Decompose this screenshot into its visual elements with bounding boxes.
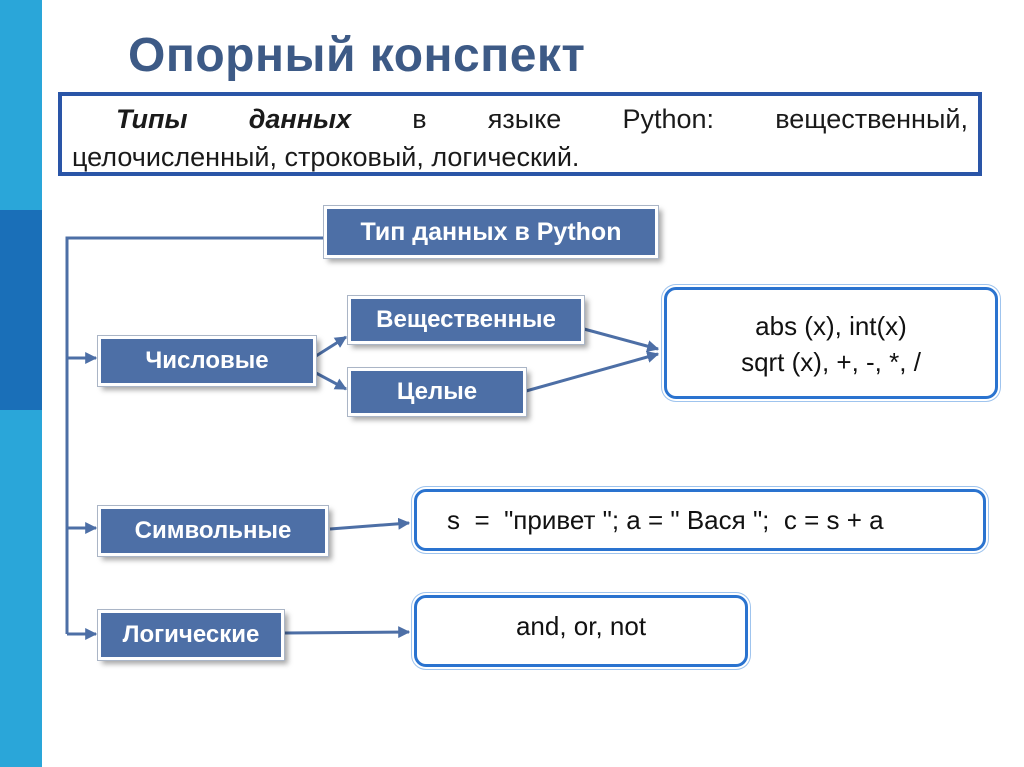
arrow-logical-to-ops	[284, 626, 411, 639]
arrow-symbolic-to-example	[329, 517, 411, 531]
side-stripe-top	[0, 0, 42, 210]
summary-word: языке	[487, 104, 562, 134]
logical-ops-text: and, or, not	[515, 610, 647, 641]
trunk-line	[65, 236, 327, 634]
real-node: Вещественные	[347, 295, 585, 345]
numeric-ops-line-1: abs (x), int(x)	[755, 311, 907, 341]
summary-line-2: целочисленный, строковый, логический.	[72, 142, 580, 172]
summary-word: вещественный,	[775, 104, 968, 134]
arrow-to-integer	[315, 371, 348, 391]
numeric-ops-line-2: sqrt (x), +, -, *, /	[741, 347, 921, 377]
integer-node: Целые	[347, 367, 527, 417]
arrow-real-to-ops	[583, 327, 660, 352]
summary-box: Типы данных в языке Python: вещественный…	[58, 92, 982, 176]
numeric-ops-box: abs (x), int(x) sqrt (x), +, -, *, /	[664, 287, 998, 399]
slide-title: Опорный конспект	[128, 29, 586, 82]
numeric-node: Числовые	[97, 335, 317, 387]
summary-word: Типы	[116, 104, 188, 134]
string-example-text: s = "привет "; a = " Вася "; c = s + a	[447, 504, 884, 535]
side-stripe-middle	[0, 210, 42, 410]
summary-line-1: Типы данных в языке Python: вещественный…	[72, 104, 968, 135]
logical-ops-box: and, or, not	[414, 595, 748, 667]
arrow-to-real	[315, 335, 348, 358]
summary-word: Python:	[622, 104, 715, 134]
symbolic-node: Символьные	[97, 505, 329, 557]
logical-node: Логические	[97, 609, 285, 661]
summary-word: данных	[248, 104, 352, 134]
arrow-integer-to-ops	[525, 351, 660, 393]
side-stripe-bottom	[0, 410, 42, 767]
root-node: Тип данных в Python	[323, 205, 659, 259]
string-example-box: s = "привет "; a = " Вася "; c = s + a	[414, 489, 986, 551]
summary-word: в	[412, 104, 427, 134]
